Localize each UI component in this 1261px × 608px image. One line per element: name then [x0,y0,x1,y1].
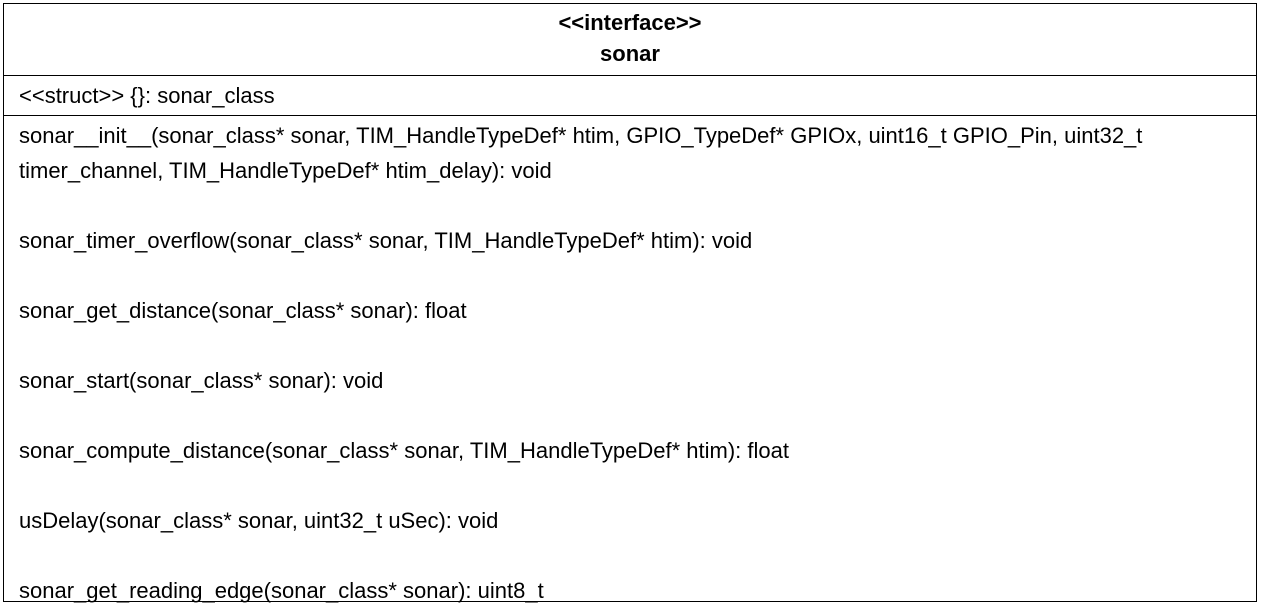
class-operations: sonar__init__(sonar_class* sonar, TIM_Ha… [4,116,1256,608]
operation-sonar-timer-overflow: sonar_timer_overflow(sonar_class* sonar,… [19,228,753,253]
operation-sonar-get-distance: sonar_get_distance(sonar_class* sonar): … [19,298,467,323]
class-attribute: <<struct>> {}: sonar_class [4,76,1256,116]
operation-sonar-start: sonar_start(sonar_class* sonar): void [19,368,384,393]
operation-sonar-init: sonar__init__(sonar_class* sonar, TIM_Ha… [19,123,1143,183]
operation-sonar-compute-distance: sonar_compute_distance(sonar_class* sona… [19,438,789,463]
uml-class-box: <<interface>> sonar <<struct>> {}: sonar… [3,3,1257,603]
operation-sonar-get-reading-edge: sonar_get_reading_edge(sonar_class* sona… [19,578,544,603]
operation-us-delay: usDelay(sonar_class* sonar, uint32_t uSe… [19,508,499,533]
class-name: sonar [600,41,660,66]
class-header: <<interface>> sonar [4,4,1256,76]
class-stereotype: <<interface>> [558,10,702,35]
